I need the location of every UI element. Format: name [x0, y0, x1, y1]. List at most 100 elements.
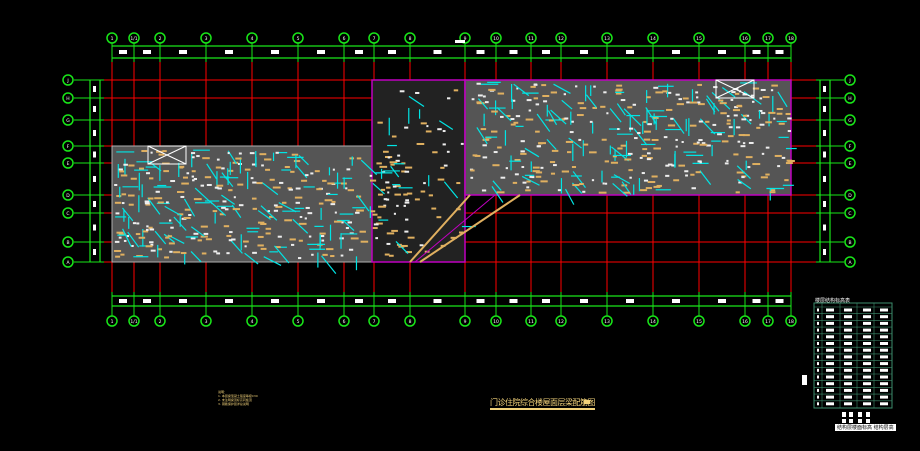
beam-label [114, 249, 122, 252]
level-table-cell [817, 328, 819, 332]
beam-label [776, 107, 783, 110]
rebar-note [249, 152, 255, 155]
rebar-note [325, 192, 331, 195]
level-table-cell [863, 328, 871, 332]
rebar-note [604, 182, 608, 185]
rebar-note [773, 117, 776, 120]
axis-label: H [848, 96, 851, 102]
rebar-note [712, 123, 717, 126]
beam-label [620, 144, 627, 147]
level-table-cell [880, 382, 888, 386]
beam-label [652, 116, 659, 119]
beam-label [145, 245, 153, 248]
rebar-note [383, 198, 388, 201]
beam [257, 210, 271, 220]
rebar-note [320, 235, 325, 238]
rebar-note [404, 170, 410, 173]
beam-label [139, 167, 145, 170]
rebar-note [484, 101, 489, 104]
level-table-cell [863, 342, 871, 345]
rebar-note [165, 201, 169, 204]
axis-bubble [844, 236, 856, 248]
axis-bubble [844, 256, 856, 268]
beam-label [693, 142, 699, 145]
rebar-note [569, 131, 574, 134]
rebar-note [713, 86, 718, 89]
rebar-note [663, 136, 668, 139]
axis-bubble [844, 207, 856, 219]
dimension-text [775, 299, 784, 303]
beam-label [610, 161, 619, 164]
beam-label [738, 134, 745, 137]
title-mark [584, 400, 590, 404]
beam-label [565, 140, 574, 143]
axis-label: J [848, 78, 850, 84]
dimension-text [271, 50, 279, 54]
dimension-text [225, 50, 233, 54]
rebar-note [701, 142, 706, 145]
beam-label [431, 207, 437, 210]
beam-label [769, 191, 776, 194]
beam [221, 172, 234, 188]
beam-label [785, 112, 791, 115]
dimension-text [580, 50, 588, 54]
dimension-text [179, 299, 187, 303]
beam-label [416, 142, 425, 145]
rebar-note [437, 128, 442, 131]
rebar-note [514, 173, 519, 176]
rebar-note [405, 218, 409, 221]
rebar-note [665, 174, 670, 177]
rebar-note [760, 88, 766, 91]
beam-label [453, 89, 459, 92]
beam-label [538, 142, 546, 145]
beam [777, 91, 788, 108]
level-table-cell [826, 315, 834, 319]
level-table-cell [880, 402, 888, 406]
dimension-text [823, 224, 826, 231]
beam-label [770, 189, 776, 192]
axis-label: 6 [343, 319, 346, 325]
axis-label: 2 [159, 36, 162, 42]
rebar-note [726, 159, 729, 162]
rebar-note [334, 211, 337, 214]
beam-label [689, 124, 697, 127]
rebar-note [288, 188, 293, 191]
level-table-cell [844, 362, 852, 366]
rebar-note [529, 175, 532, 178]
rebar-note [741, 176, 745, 179]
level-table-cell [817, 395, 819, 399]
level-table-cell [880, 388, 888, 392]
dimension-text [119, 50, 127, 54]
rebar-note [193, 177, 198, 180]
beam-label [420, 122, 427, 125]
rebar-note [751, 100, 755, 103]
ramp-edge [419, 194, 521, 263]
beam-label [237, 183, 244, 186]
level-table-cell [844, 308, 852, 312]
rebar-note [500, 176, 506, 179]
rebar-note [186, 172, 190, 175]
note-line: 2. 未注明梁顶标高同板顶 [218, 398, 252, 402]
beam-label [243, 240, 249, 243]
beam-label [116, 195, 122, 198]
beam-label [326, 248, 334, 251]
axis-bubble [693, 315, 705, 327]
dimension-text [355, 50, 363, 54]
beam-label [752, 87, 760, 90]
rebar-note [233, 196, 236, 199]
beam-label [219, 213, 225, 216]
rebar-note [252, 251, 257, 254]
level-table-cell [817, 382, 819, 386]
beam-label [699, 143, 708, 146]
beam-label [612, 155, 617, 158]
beam-label [583, 143, 589, 146]
rebar-note [522, 181, 527, 184]
beam-label [550, 172, 556, 175]
beam-label [197, 239, 202, 242]
beam-label [450, 236, 457, 239]
rebar-note [188, 214, 192, 217]
beam [278, 202, 297, 213]
level-table-cell [817, 308, 819, 312]
rebar-note [738, 181, 743, 184]
rebar-note [653, 86, 659, 89]
